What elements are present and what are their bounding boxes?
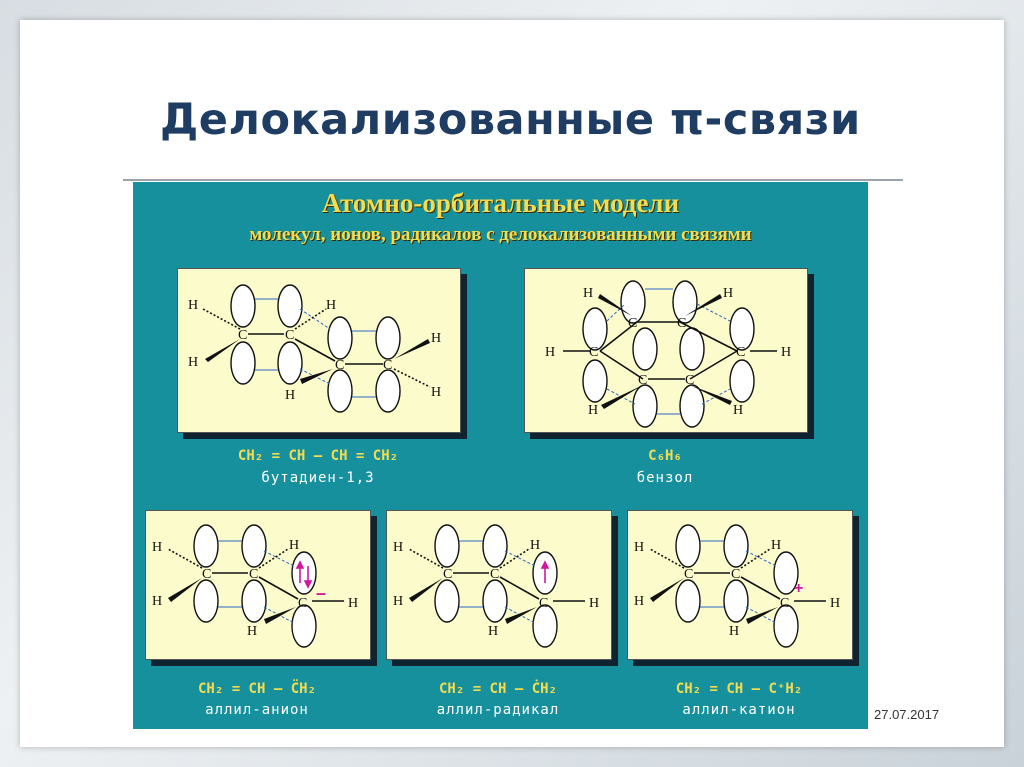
svg-text:C: C (780, 596, 789, 611)
svg-text:H: H (152, 594, 162, 609)
allyl-cation-model: C C C H H H H H + (627, 510, 853, 660)
svg-text:H: H (393, 540, 403, 555)
figure-title: Атомно-орбитальные модели (321, 188, 680, 218)
figure-panel: Атомно-орбитальные модели молекул, ионов… (133, 182, 868, 729)
allyl-radical-formula: CH₂ = CH – ĊH₂ (438, 681, 557, 697)
svg-text:H: H (431, 385, 441, 400)
svg-text:H: H (583, 286, 593, 301)
svg-text:H: H (393, 594, 403, 609)
svg-text:C: C (383, 358, 392, 373)
svg-text:H: H (733, 403, 743, 418)
svg-text:C: C (684, 567, 693, 582)
svg-text:H: H (188, 298, 198, 313)
butadiene-model: C C C C H H H H H H (177, 268, 461, 433)
svg-text:C: C (202, 567, 211, 582)
sigma-bonds (202, 308, 431, 388)
slide-date: 27.07.2017 (874, 707, 940, 722)
orbital-overlaps (255, 298, 376, 398)
svg-text:H: H (289, 538, 299, 553)
svg-text:C: C (736, 345, 745, 360)
svg-text:H: H (348, 596, 358, 611)
allyl-cation-name: аллил-катион (682, 702, 796, 718)
cation-charge: + (794, 580, 803, 597)
allyl-anion-orbital-diagram: C C C H H H H H – (152, 524, 358, 648)
butadiene-formula: CH₂ = CH – CH = CH₂ (237, 448, 399, 464)
svg-text:C: C (238, 328, 247, 343)
atom-labels: C C C C H H H H H H (188, 298, 441, 403)
atom-labels: C C C C C C H H H H H H (545, 286, 791, 418)
svg-text:H: H (771, 538, 781, 553)
allyl-cation-formula: CH₂ = CH – C⁺H₂ (675, 681, 803, 697)
allyl-radical-model: C C C H H H H H (386, 510, 612, 660)
svg-text:H: H (830, 596, 840, 611)
svg-text:H: H (634, 594, 644, 609)
figure-subtitle: молекул, ионов, радикалов с делокализова… (249, 224, 752, 245)
svg-text:H: H (247, 624, 257, 639)
benzene-model: C C C C C C H H H H H H (524, 268, 808, 433)
svg-text:C: C (335, 358, 344, 373)
svg-text:H: H (589, 596, 599, 611)
svg-text:C: C (298, 596, 307, 611)
svg-text:H: H (530, 538, 540, 553)
svg-text:H: H (588, 403, 598, 418)
svg-text:C: C (628, 316, 637, 331)
allyl-anion-model: C C C H H H H H – (145, 510, 371, 660)
svg-text:H: H (152, 540, 162, 555)
svg-text:H: H (285, 388, 295, 403)
p-orbitals (582, 280, 755, 428)
svg-text:C: C (285, 328, 294, 343)
benzene-name: бензол (636, 470, 694, 486)
svg-text:H: H (431, 331, 441, 346)
svg-text:C: C (677, 316, 686, 331)
allyl-cation-orbital-diagram: C C C H H H H H + (634, 524, 840, 648)
svg-text:H: H (545, 345, 555, 360)
allyl-radical-orbital-diagram: C C C H H H H H (393, 524, 599, 648)
allyl-anion-formula: CH₂ = CH – C̈H₂ (197, 681, 316, 697)
electron-pair-arrows (295, 560, 313, 589)
sigma-bonds (563, 294, 777, 409)
svg-text:H: H (781, 345, 791, 360)
svg-text:C: C (638, 373, 647, 388)
title-divider (123, 179, 903, 181)
svg-text:H: H (723, 286, 733, 301)
slide-title: Делокализованные π-связи (160, 95, 861, 145)
allyl-anion-name: аллил-анион (205, 702, 309, 718)
svg-text:C: C (731, 567, 740, 582)
svg-text:C: C (443, 567, 452, 582)
svg-text:C: C (249, 567, 258, 582)
svg-text:H: H (188, 355, 198, 370)
butadiene-orbital-diagram: C C C C H H H H H H (188, 284, 441, 413)
svg-text:C: C (490, 567, 499, 582)
svg-text:C: C (539, 596, 548, 611)
benzene-orbital-diagram: C C C C C C H H H H H H (545, 280, 791, 428)
p-orbitals (230, 284, 401, 413)
svg-text:C: C (685, 373, 694, 388)
svg-text:H: H (729, 624, 739, 639)
anion-charge: – (316, 583, 326, 603)
svg-text:H: H (488, 624, 498, 639)
svg-text:H: H (634, 540, 644, 555)
single-electron-arrow (540, 560, 550, 583)
svg-text:C: C (589, 345, 598, 360)
allyl-radical-name: аллил-радикал (436, 702, 560, 718)
butadiene-name: бутадиен-1,3 (261, 470, 375, 486)
svg-text:H: H (326, 298, 336, 313)
benzene-formula: C₆H₆ (648, 448, 682, 464)
